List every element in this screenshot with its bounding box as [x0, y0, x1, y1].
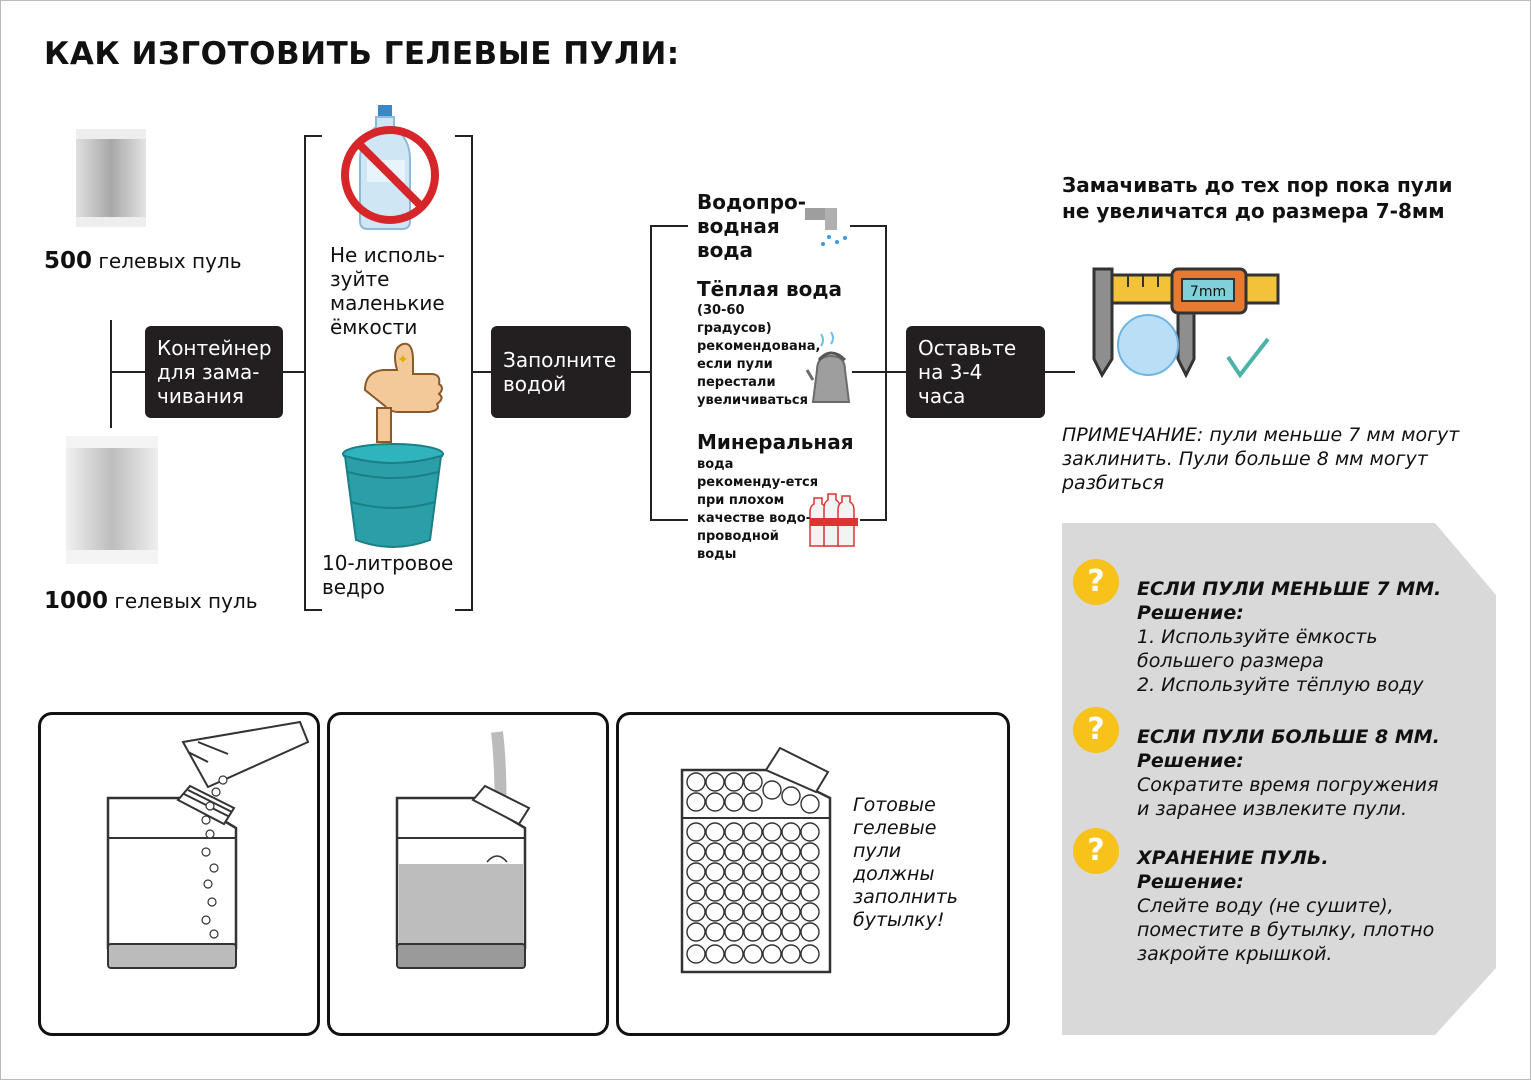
- pack-1000-text: гелевых пуль: [114, 589, 258, 613]
- trouble-storage: ХРАНЕНИЕ ПУЛЬ. Решение: Слейте воду (не …: [1137, 846, 1434, 966]
- dont-use-small-caption: Не исполь-зуйте маленькие ёмкости: [330, 243, 445, 339]
- troubleshooting-panel-bg: [1062, 523, 1496, 1035]
- step-fill-box: Заполните водой: [491, 326, 631, 418]
- question-icon: ?: [1073, 707, 1119, 753]
- tap-water-heading: Водопро-водная вода: [697, 190, 807, 262]
- trouble-bigger-line: Сократите время погружения: [1137, 774, 1439, 796]
- trouble-storage-solution-label: Решение:: [1137, 871, 1244, 893]
- trouble-smaller-solution-label: Решение:: [1137, 602, 1244, 624]
- mineral-water-detail: вода рекоменду-ется при плохом качестве …: [697, 457, 819, 562]
- size-note: ПРИМЕЧАНИЕ: пули меньше 7 мм могут закли…: [1062, 424, 1460, 494]
- trouble-storage-heading: ХРАНЕНИЕ ПУЛЬ.: [1137, 847, 1329, 869]
- pack-500-text: гелевых пуль: [98, 249, 242, 273]
- trouble-storage-line: закройте крышкой.: [1137, 943, 1333, 965]
- step-leave-label: Оставьте на 3-4 часа: [918, 336, 1017, 408]
- trouble-smaller: ЕСЛИ ПУЛИ МЕНЬШЕ 7 ММ. Решение: 1. Испол…: [1137, 577, 1441, 697]
- trouble-bigger-solution-label: Решение:: [1137, 750, 1244, 772]
- thumbs-up-icon: ✦: [363, 342, 443, 443]
- step-container-label: Контейнер для зама-чивания: [157, 336, 272, 408]
- step-leave-box: Оставьте на 3-4 часа: [906, 326, 1045, 418]
- question-icon: ?: [1073, 559, 1119, 605]
- page-title: КАК ИЗГОТОВИТЬ ГЕЛЕВЫЕ ПУЛИ:: [44, 36, 680, 72]
- step-fill-label: Заполните водой: [503, 348, 617, 396]
- pack-1000-label: 1000 гелевых пуль: [44, 588, 258, 614]
- pack-500-count: 500: [44, 248, 93, 274]
- mineral-water-heading: Минеральная: [697, 430, 854, 454]
- trouble-smaller-line: 1. Используйте ёмкость: [1137, 626, 1378, 648]
- warm-water-detail: (30-60 градусов) рекомендована, если пул…: [697, 303, 821, 408]
- svg-text:✦: ✦: [397, 352, 409, 368]
- no-bottle-icon: [341, 105, 439, 230]
- kettle-icon: [805, 331, 851, 403]
- add-water-illustration: [395, 731, 531, 969]
- small-pack-image: [76, 129, 146, 227]
- trouble-storage-line: Слейте воду (не сушите),: [1137, 895, 1394, 917]
- question-icon: ?: [1073, 828, 1119, 874]
- pack-1000-count: 1000: [44, 588, 109, 614]
- trouble-smaller-line: большего размера: [1137, 650, 1324, 672]
- trouble-storage-line: поместите в бутылку, плотно: [1137, 919, 1435, 941]
- full-bottle-illustration: [680, 746, 832, 974]
- bucket-icon: [342, 443, 444, 548]
- soak-heading: Замачивать до тех пор пока пули не увели…: [1062, 173, 1453, 223]
- water-bottles-icon: [809, 493, 858, 547]
- caliper-icon: 7mm: [1092, 267, 1280, 379]
- step-container-box: Контейнер для зама-чивания: [145, 326, 283, 418]
- trouble-smaller-heading: ЕСЛИ ПУЛИ МЕНЬШЕ 7 ММ.: [1137, 578, 1442, 600]
- warm-water-heading: Тёплая вода: [697, 277, 843, 301]
- trouble-bigger-line: и заранее извлеките пули.: [1137, 798, 1407, 820]
- panel-add-water: [327, 712, 609, 1036]
- trouble-smaller-line: 2. Используйте тёплую воду: [1137, 674, 1424, 696]
- pour-beads-illustration: [106, 720, 310, 969]
- ready-text: Готовые гелевые пули должны заполнить бу…: [853, 794, 958, 931]
- bucket-caption: 10-литровое ведро: [322, 551, 454, 599]
- trouble-bigger-heading: ЕСЛИ ПУЛИ БОЛЬШЕ 8 ММ.: [1137, 726, 1440, 748]
- large-pack-image: [66, 436, 158, 564]
- trouble-bigger: ЕСЛИ ПУЛИ БОЛЬШЕ 8 ММ. Решение: Сократит…: [1137, 725, 1440, 821]
- caliper-reading: 7mm: [1190, 284, 1226, 300]
- pack-500-label: 500 гелевых пуль: [44, 248, 242, 274]
- tap-icon: [805, 208, 847, 246]
